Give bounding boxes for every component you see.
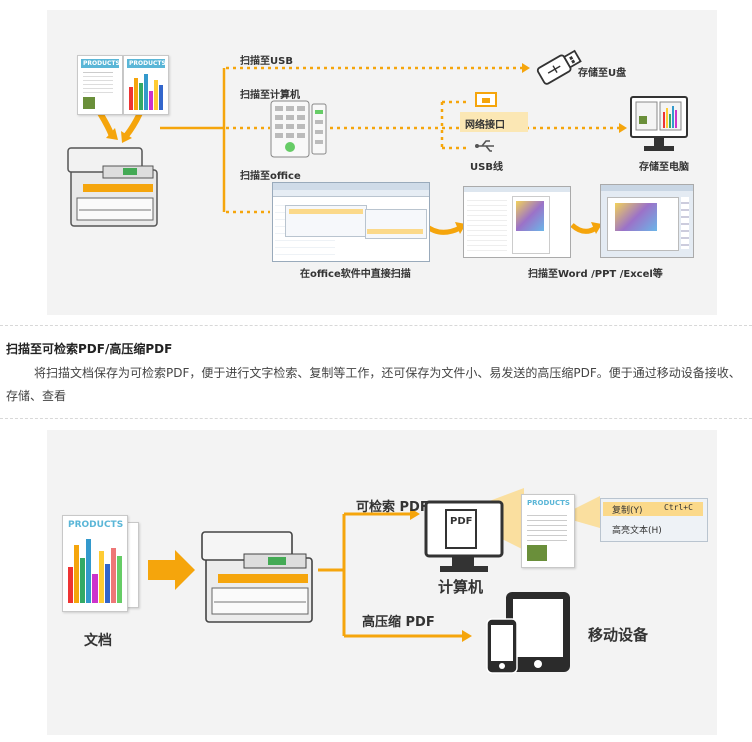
word-screenshot [463, 186, 571, 258]
computer-monitor-icon [424, 500, 504, 572]
scan-pc-label: 扫描至计算机 [240, 90, 300, 101]
pdf-scan-panel [47, 430, 717, 735]
network-port-label: 网络接口 [465, 120, 505, 131]
usb-cable-label: USB线 [470, 162, 503, 173]
bar-graphic [129, 72, 163, 110]
document-front-page: PRODUCTS [62, 515, 128, 612]
top-flow-lines [97, 63, 627, 235]
section-description: 将扫描文档保存为可检索PDF，便于进行文字检索、复制等工作，还可保存为文件小、易… [6, 366, 741, 403]
compressed-pdf-label: 高压缩 PDF [362, 615, 435, 630]
office-screenshot [272, 182, 430, 262]
save-usb-label: 存储至U盘 [578, 68, 627, 79]
printer-icon [67, 147, 158, 227]
document-header: PRODUCTS [68, 520, 124, 530]
printer-icon [201, 531, 313, 623]
computer-label: 计算机 [438, 578, 484, 596]
usb-symbol-icon [475, 140, 494, 152]
pdf-badge: PDF [450, 516, 473, 527]
scan-office-apps-label: 扫描至Word /PPT /Excel等 [528, 269, 663, 280]
document-header: PRODUCTS [127, 59, 166, 68]
mobile-device-label: 移动设备 [588, 626, 649, 644]
document-header: PRODUCTS [527, 499, 570, 507]
scan-office-label: 扫描至office [240, 171, 301, 182]
document-page: PRODUCTS [77, 55, 123, 115]
menu-copy-shortcut: Ctrl+C [664, 503, 693, 512]
computer-monitor-icon [630, 96, 688, 151]
document-label: 文档 [84, 633, 112, 649]
menu-copy-label: 复制(Y) [612, 506, 643, 516]
office-direct-label: 在office软件中直接扫描 [300, 269, 411, 280]
save-pc-label: 存储至电脑 [639, 162, 689, 173]
pdf-document-preview: PRODUCTS [521, 494, 575, 568]
searchable-pdf-label: 可检索 PDF [356, 500, 429, 515]
chart-document-page: PRODUCTS [123, 55, 169, 115]
ppt-screenshot [600, 184, 694, 258]
document-header: PRODUCTS [81, 59, 120, 68]
divider [0, 325, 752, 326]
computer-keypad-icon [270, 100, 327, 158]
phone-icon [486, 618, 518, 674]
tablet-icon [506, 592, 570, 672]
scan-usb-label: 扫描至USB [240, 56, 293, 67]
bar-graphic [68, 538, 122, 603]
menu-item-copy[interactable] [603, 502, 703, 516]
divider [0, 418, 752, 419]
network-port-box [460, 112, 528, 132]
usb-drive-icon [536, 49, 582, 85]
ethernet-icon [475, 92, 497, 107]
menu-highlight-label: 高亮文本(H) [612, 526, 662, 536]
section-title: 扫描至可检索PDF/高压缩PDF [6, 342, 173, 356]
